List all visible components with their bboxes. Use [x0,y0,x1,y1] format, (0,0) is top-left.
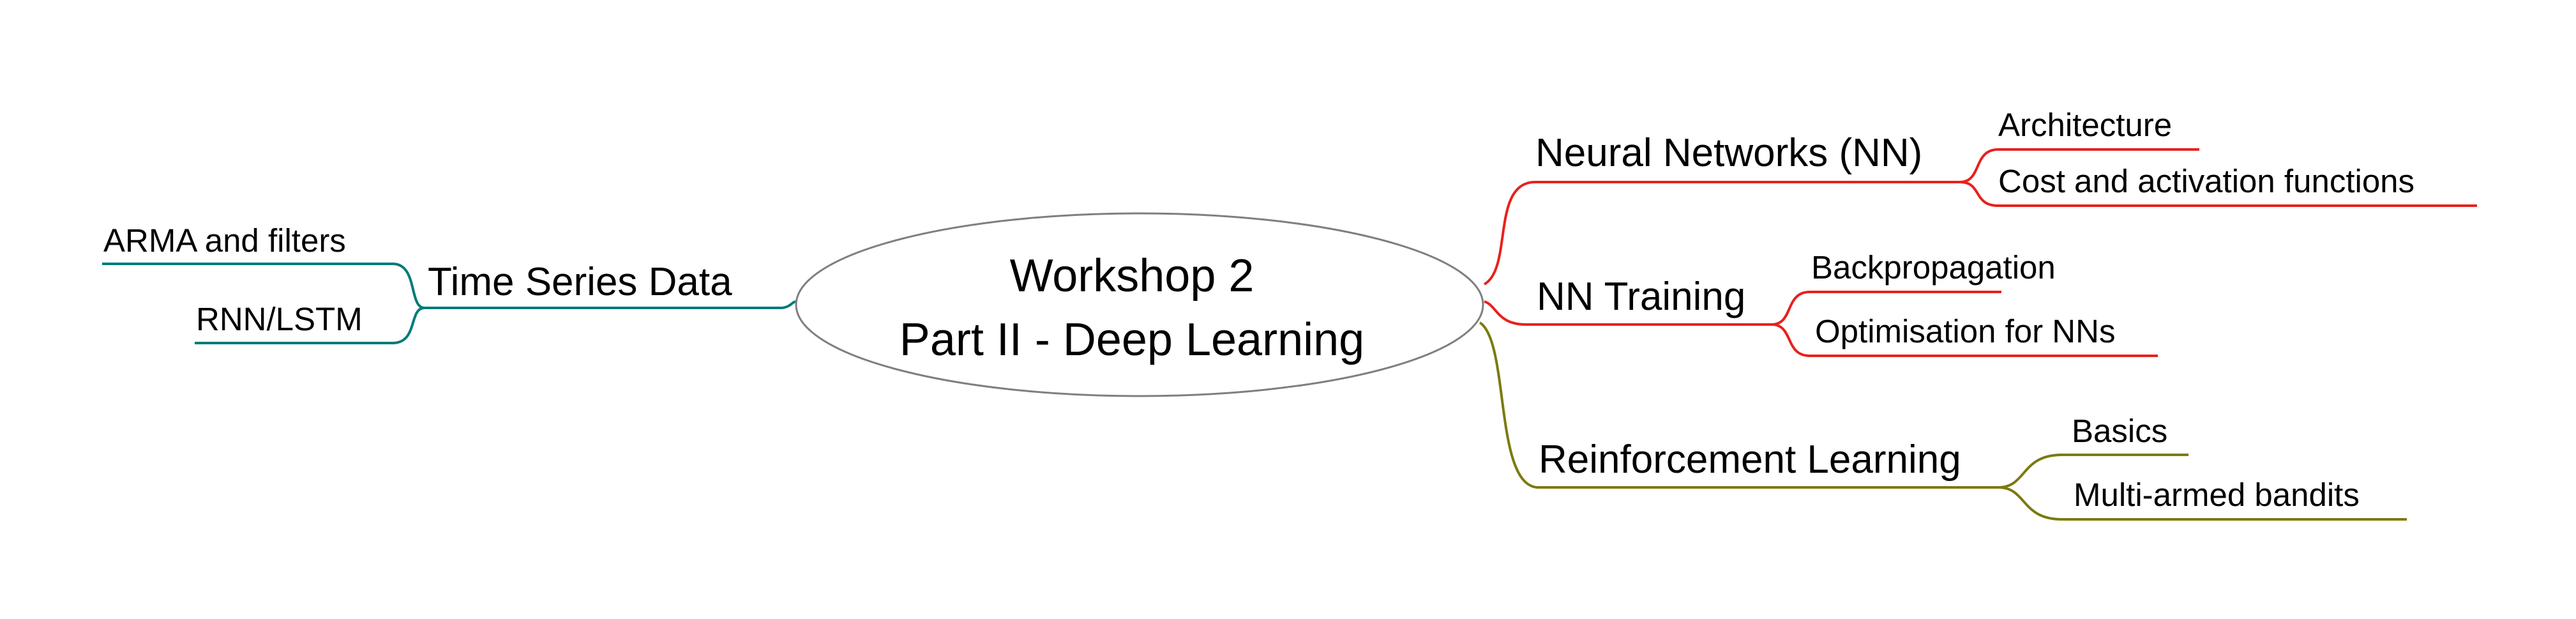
node-nn-training-label[interactable]: NN Training [1537,275,1745,319]
central-topic-line2: Part II - Deep Learning [900,314,1364,365]
edge-reinforcement-to-basics [1998,454,2188,489]
edge-neural-networks-to-cost [1959,181,2477,207]
edge-nn-training-to-backprop [1771,291,2001,326]
branch-nn-training: NN Training Backpropagation Optimisation… [1484,249,2158,357]
branch-reinforcement-learning: Reinforcement Learning Basics Multi-arme… [1479,321,2407,521]
node-backpropagation-label[interactable]: Backpropagation [1811,249,2056,286]
edge-center-to-reinforcement [1479,321,1998,489]
branch-time-series: Time Series Data ARMA and filters RNN/LS… [102,222,797,344]
branch-neural-networks: Neural Networks (NN) Architecture Cost a… [1483,107,2477,286]
node-cost-activation-label[interactable]: Cost and activation functions [1998,163,2414,199]
edge-reinforcement-to-bandits [1998,486,2407,521]
node-time-series-label[interactable]: Time Series Data [428,260,732,304]
node-multi-armed-bandits-label[interactable]: Multi-armed bandits [2074,477,2360,513]
edge-center-to-neural-networks [1483,181,1960,286]
node-rnn-lstm-label[interactable]: RNN/LSTM [196,301,363,337]
edge-nn-training-to-optimisation [1771,323,2158,357]
edge-time-series-to-arma [102,263,425,309]
edge-center-to-nn-training [1484,300,1772,326]
central-topic: Workshop 2 Part II - Deep Learning [795,212,1484,397]
edge-time-series-to-rnn [195,307,425,344]
node-basics-label[interactable]: Basics [2072,413,2167,449]
node-reinforcement-learning-label[interactable]: Reinforcement Learning [1539,438,1961,482]
edge-center-to-time-series [425,300,797,309]
node-neural-networks-label[interactable]: Neural Networks (NN) [1535,131,1922,175]
central-topic-ellipse[interactable] [795,212,1484,397]
node-arma-filters-label[interactable]: ARMA and filters [103,222,346,259]
node-architecture-label[interactable]: Architecture [1998,107,2172,143]
central-topic-line1: Workshop 2 [1010,250,1254,302]
node-optimisation-label[interactable]: Optimisation for NNs [1815,313,2115,349]
edge-neural-networks-to-architecture [1959,148,2199,183]
